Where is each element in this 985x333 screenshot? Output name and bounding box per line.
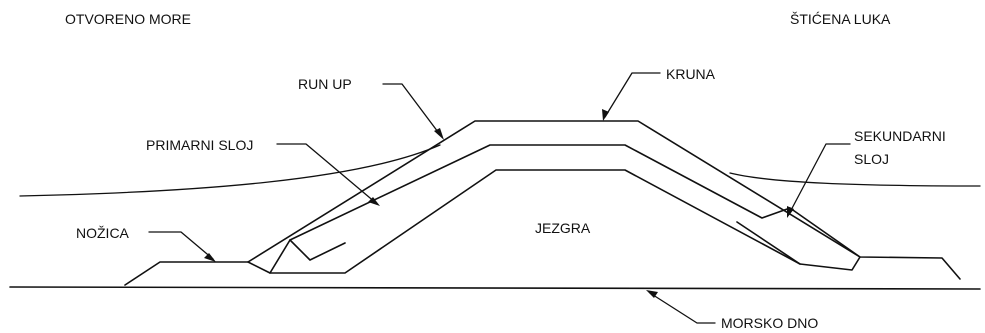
primary-layer-arrowhead xyxy=(368,197,380,206)
crest-leader xyxy=(604,72,661,118)
seabed-leader xyxy=(649,292,716,324)
water-surface-left xyxy=(19,144,441,197)
primary-layer-label: PRIMARNI SLOJ xyxy=(146,137,253,153)
run-up-label: RUN UP xyxy=(298,76,352,92)
primary-layer-leader xyxy=(276,143,377,204)
primary-inner-edge xyxy=(289,239,346,261)
open-sea-label: OTVORENO MORE xyxy=(65,11,191,27)
seabed-label: MORSKO DNO xyxy=(721,315,818,331)
primary-layer-outline xyxy=(124,120,961,286)
water-surface-right xyxy=(729,172,981,187)
core-label: JEZGRA xyxy=(535,220,591,236)
protected-harbor-label: ŠTIĆENA LUKA xyxy=(790,11,891,27)
toe-label: NOŽICA xyxy=(76,225,130,241)
secondary-layer-outline xyxy=(247,144,861,274)
core-outline xyxy=(269,169,801,274)
run-up-arrowhead xyxy=(434,128,444,140)
seabed-arrowhead xyxy=(646,290,658,298)
run-up-leader xyxy=(382,83,442,137)
toe-leader xyxy=(148,231,214,260)
secondary-layer-label-line2: SLOJ xyxy=(854,151,889,167)
crest-label: KRUNA xyxy=(666,66,716,82)
toe-arrowhead xyxy=(204,253,216,262)
secondary-layer-label-line1: SEKUNDARNI xyxy=(854,128,946,144)
crest-arrowhead xyxy=(602,109,609,121)
seabed-line xyxy=(9,286,981,290)
secondary-layer-leader xyxy=(788,143,851,215)
secondary-layer-arrowhead xyxy=(787,206,794,218)
